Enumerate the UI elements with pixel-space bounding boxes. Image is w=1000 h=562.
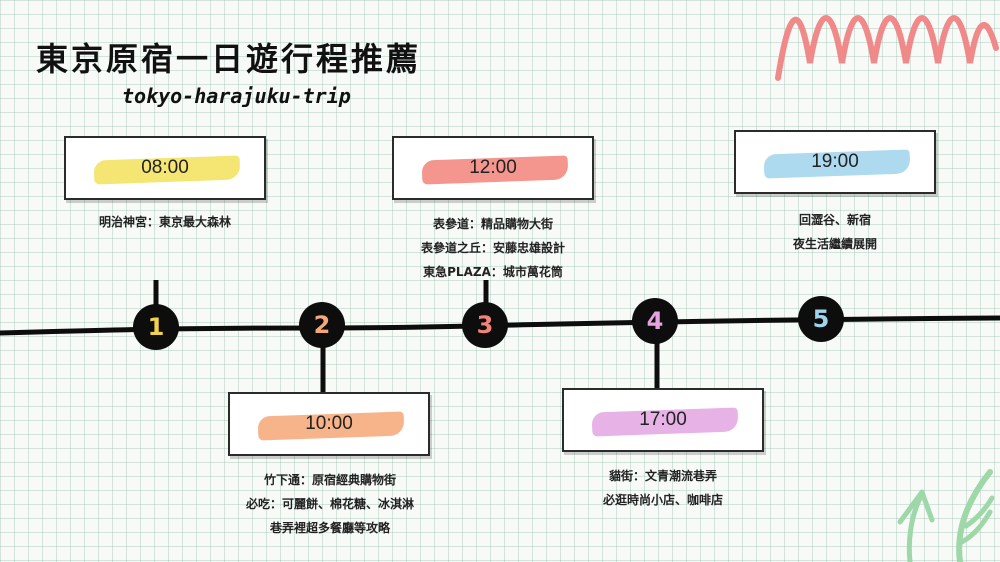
node-number: 3	[476, 311, 494, 339]
desc-line: 表參道之丘：安藤忠雄設計	[420, 241, 565, 255]
node-number: 1	[147, 313, 165, 341]
time-label: 12:00	[469, 157, 517, 178]
desc-line: 巷弄裡超多餐廳等攻略	[269, 521, 390, 535]
timeline-node-4: 4	[632, 298, 678, 344]
zigzag-decoration	[775, 15, 999, 81]
desc-line: 竹下通：原宿經典購物街	[263, 473, 396, 487]
stop-1-description: 明治神宮：東京最大森林	[60, 210, 270, 234]
timeline-node-3: 3	[462, 302, 508, 348]
time-card-3: 12:00	[392, 136, 594, 200]
desc-line: 回澀谷、新宿	[798, 213, 871, 227]
node-number: 4	[646, 307, 664, 335]
timeline-node-1: 1	[133, 304, 179, 350]
page-subtitle: tokyo-harajuku-trip	[122, 84, 351, 108]
desc-line: 明治神宮：東京最大森林	[98, 215, 231, 229]
page-title: 東京原宿一日遊行程推薦	[36, 40, 422, 78]
stop-2-description: 竹下通：原宿經典購物街 必吃：可麗餅、棉花糖、冰淇淋 巷弄裡超多餐廳等攻略	[210, 468, 450, 540]
desc-line: 必逛時尚小店、咖啡店	[602, 493, 723, 507]
time-card-2: 10:00	[228, 392, 430, 456]
leaf-decoration	[897, 469, 995, 562]
time-label: 10:00	[305, 413, 353, 434]
time-card-1: 08:00	[64, 136, 266, 200]
desc-line: 必吃：可麗餅、棉花糖、冰淇淋	[245, 497, 414, 511]
desc-line: 貓街：文青潮流巷弄	[608, 469, 717, 483]
time-label: 08:00	[141, 157, 189, 178]
timeline-node-2: 2	[299, 302, 345, 348]
time-card-5: 19:00	[734, 130, 936, 194]
time-label: 19:00	[811, 151, 859, 172]
node-number: 2	[313, 311, 331, 339]
desc-line: 東急PLAZA：城市萬花筒	[423, 265, 563, 279]
node-number: 5	[812, 305, 830, 333]
stop-3-description: 表參道：精品購物大街 表參道之丘：安藤忠雄設計 東急PLAZA：城市萬花筒	[378, 212, 608, 284]
desc-line: 表參道：精品購物大街	[432, 217, 553, 231]
stop-5-description: 回澀谷、新宿 夜生活繼續展開	[740, 208, 930, 256]
stop-4-description: 貓街：文青潮流巷弄 必逛時尚小店、咖啡店	[556, 464, 770, 512]
desc-line: 夜生活繼續展開	[792, 237, 877, 251]
time-card-4: 17:00	[562, 388, 764, 452]
time-label: 17:00	[639, 409, 687, 430]
timeline-node-5: 5	[798, 296, 844, 342]
